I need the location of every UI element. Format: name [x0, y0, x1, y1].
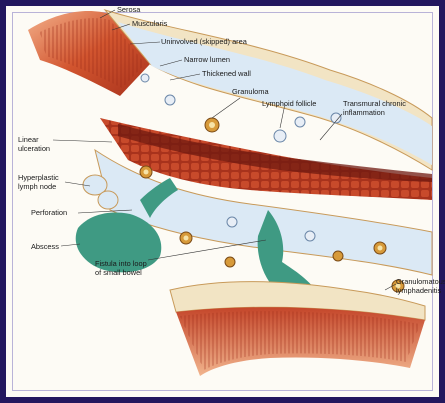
lymphoid-follicles — [140, 73, 342, 242]
label-fistula: Fistula into loop of small bowel — [95, 259, 147, 277]
label-lymphoid-follicle: Lymphoid follicle — [262, 99, 317, 108]
label-abscess: Abscess — [31, 242, 59, 251]
abscess-tract — [140, 178, 178, 218]
label-uninvolved-area: Uninvolved (skipped) area — [161, 37, 247, 46]
fistula-tract — [257, 210, 320, 300]
label-perforation: Perforation — [31, 208, 68, 217]
mucosal-folds-upper — [40, 18, 145, 88]
submucosa-upper — [118, 22, 432, 165]
label-serosa: Serosa — [117, 5, 141, 14]
label-hyperplastic-lymph-node: Hyperplastic lymph node — [18, 173, 59, 191]
label-linear-ulceration: Linear ulceration — [18, 135, 51, 153]
ulcer-dark-band — [118, 124, 432, 182]
granulomas — [139, 117, 405, 293]
submucosa-lower — [94, 148, 433, 276]
label-granuloma: Granuloma — [232, 87, 269, 96]
label-transmural-inflammation: Transmural chronic inflammation — [343, 99, 406, 117]
hyperplastic-lymph-nodes — [82, 174, 119, 210]
abscess — [75, 212, 162, 273]
label-thickened-wall: Thickened wall — [202, 69, 251, 78]
small-bowel-folds — [180, 311, 420, 370]
label-narrow-lumen: Narrow lumen — [184, 55, 231, 64]
leader-lines — [52, 9, 397, 291]
label-muscularis: Muscularis — [132, 19, 168, 28]
label-granulomatous-lymphadenitis: Granulomatous lymphadenitis — [396, 277, 445, 295]
